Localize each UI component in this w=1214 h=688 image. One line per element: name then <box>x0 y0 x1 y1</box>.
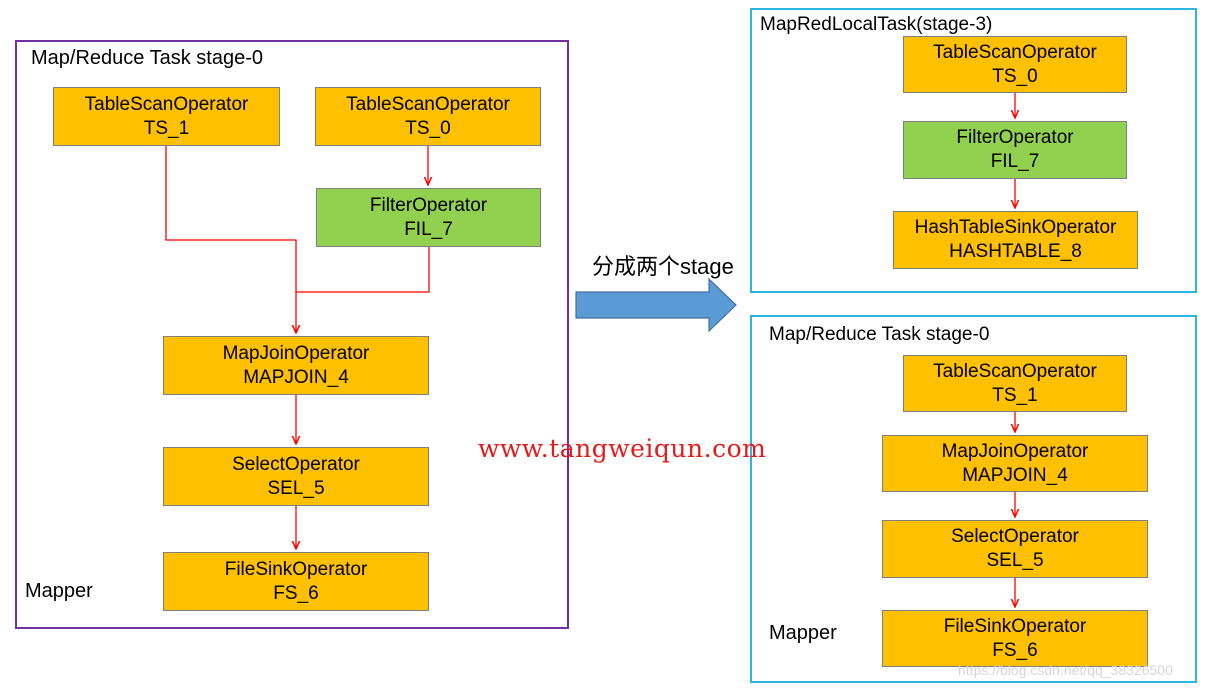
operator-id: MAPJOIN_4 <box>243 366 349 388</box>
operator-name: FileSinkOperator <box>224 558 368 580</box>
operator-name: TableScanOperator <box>933 360 1097 382</box>
left-sel5-box: SelectOperator SEL_5 <box>163 447 429 506</box>
connector-filter-to-mapjoin <box>296 247 430 293</box>
operator-name: FilterOperator <box>369 194 488 216</box>
left-fil7-box: FilterOperator FIL_7 <box>316 188 541 247</box>
csdn-watermark: https://blog.csdn.net/qq_38326500 <box>958 662 1173 678</box>
left-mapjoin4-box: MapJoinOperator MAPJOIN_4 <box>163 336 429 395</box>
operator-id: FS_6 <box>992 639 1038 661</box>
split-arrow-label: 分成两个stage <box>592 254 734 279</box>
operator-id: TS_0 <box>405 117 451 139</box>
right-mapjoin4-box: MapJoinOperator MAPJOIN_4 <box>882 435 1148 492</box>
left-mapper-label: Mapper <box>25 580 93 602</box>
operator-id: MAPJOIN_4 <box>962 464 1068 486</box>
operator-name: FileSinkOperator <box>943 615 1087 637</box>
operator-id: TS_0 <box>992 65 1038 87</box>
right-bottom-stage-title: Map/Reduce Task stage-0 <box>769 324 990 345</box>
operator-name: TableScanOperator <box>346 93 510 115</box>
operator-id: TS_1 <box>992 384 1038 406</box>
site-watermark: www.tangweiqun.com <box>478 434 767 463</box>
operator-id: SEL_5 <box>986 550 1044 571</box>
operator-id: HASHTABLE_8 <box>949 241 1082 262</box>
operator-name: TableScanOperator <box>933 41 1097 63</box>
right-top-stage-title: MapRedLocalTask(stage-3) <box>760 14 993 35</box>
right-fil7-box: FilterOperator FIL_7 <box>903 121 1127 179</box>
right-fs6-box: FileSinkOperator FS_6 <box>882 610 1148 667</box>
left-stage-title: Map/Reduce Task stage-0 <box>31 47 263 69</box>
operator-id: SEL_5 <box>267 477 325 499</box>
operator-name: FilterOperator <box>956 127 1074 148</box>
right-sel5-box: SelectOperator SEL_5 <box>882 520 1148 578</box>
right-ts1-box: TableScanOperator TS_1 <box>903 355 1127 412</box>
split-arrow-shape <box>575 277 737 333</box>
right-mapper-label: Mapper <box>769 622 837 644</box>
left-fs6-box: FileSinkOperator FS_6 <box>163 552 429 611</box>
connector-ts1-to-mapjoin <box>165 146 296 333</box>
left-ts0-box: TableScanOperator TS_0 <box>315 87 541 146</box>
operator-name: MapJoinOperator <box>222 342 370 364</box>
operator-id: FS_6 <box>273 582 319 604</box>
operator-id: TS_1 <box>143 117 190 139</box>
right-hashtable8-box: HashTableSinkOperator HASHTABLE_8 <box>893 211 1138 269</box>
operator-name: SelectOperator <box>951 526 1079 547</box>
operator-id: FIL_7 <box>990 151 1040 172</box>
operator-name: MapJoinOperator <box>941 440 1089 462</box>
operator-name: SelectOperator <box>232 453 360 475</box>
operator-id: FIL_7 <box>404 218 453 240</box>
operator-name: TableScanOperator <box>84 93 249 115</box>
operator-name: HashTableSinkOperator <box>914 217 1117 238</box>
right-ts0-box: TableScanOperator TS_0 <box>903 36 1127 93</box>
left-ts1-box: TableScanOperator TS_1 <box>53 87 280 146</box>
